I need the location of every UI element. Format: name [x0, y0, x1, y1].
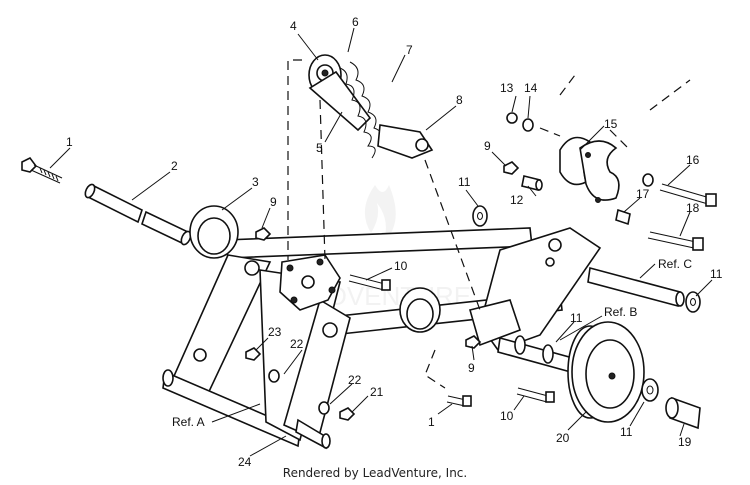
- shock-absorber: [308, 54, 434, 159]
- callout-17: 17: [636, 187, 650, 201]
- washers-11: [472, 205, 701, 402]
- callout-10-top: 10: [394, 259, 408, 273]
- spacer-tubes-2: [84, 183, 192, 246]
- callout-11-right: 11: [710, 267, 723, 281]
- reference-labels: Ref. A Ref. B Ref. C: [172, 257, 692, 429]
- rear-arm: [469, 227, 602, 351]
- idler-wheel-20: [567, 321, 645, 423]
- callout-15: 15: [604, 117, 618, 131]
- ref-b-label: Ref. B: [604, 305, 637, 319]
- callout-13: 13: [500, 81, 514, 95]
- callout-22-left: 22: [290, 337, 304, 351]
- callout-7: 7: [406, 43, 413, 57]
- callout-19: 19: [678, 435, 692, 449]
- callout-1-bottom: 1: [428, 415, 435, 429]
- bolts-16-18: [615, 173, 717, 251]
- callout-5: 5: [316, 141, 323, 155]
- callout-9-left: 9: [270, 195, 277, 209]
- front-arm-left: [162, 254, 341, 448]
- callout-16: 16: [686, 153, 700, 167]
- callout-10-bottom: 10: [500, 409, 514, 423]
- callout-23: 23: [268, 325, 282, 339]
- ref-c-label: Ref. C: [658, 257, 692, 271]
- callout-4: 4: [290, 19, 297, 33]
- misc-hardware: [245, 227, 555, 421]
- nut-9-sleeve-12: [503, 161, 543, 191]
- front-arm-right: [283, 298, 351, 450]
- assembly-guide-lines: [287, 59, 691, 389]
- shock-mount-bracket: [279, 254, 341, 311]
- callout-11-top: 11: [458, 175, 471, 189]
- callout-18: 18: [686, 201, 700, 215]
- callout-6: 6: [352, 15, 359, 29]
- leader-lines: [49, 27, 713, 457]
- spacer-19: [665, 396, 701, 430]
- callout-11-mid: 11: [570, 311, 583, 325]
- callout-20: 20: [556, 431, 570, 445]
- callout-1: 1: [66, 135, 73, 149]
- callout-11-bottom: 11: [620, 425, 633, 439]
- callout-24: 24: [238, 455, 252, 469]
- callout-8: 8: [456, 93, 463, 107]
- bolt-1: [21, 156, 63, 184]
- callout-3: 3: [252, 175, 259, 189]
- callout-14: 14: [524, 81, 538, 95]
- callout-labels: 1 2 3 4 5 6 7 8 9 9 9 10 10 11 11 11 11 …: [66, 15, 723, 469]
- callout-2: 2: [171, 159, 178, 173]
- wheel-axle: [497, 335, 581, 376]
- footer-credit: Rendered by LeadVenture, Inc.: [282, 466, 468, 480]
- callout-9-top: 9: [484, 139, 491, 153]
- pivot-ring-3: [189, 205, 239, 259]
- shaft-ring: [399, 287, 441, 333]
- ref-a-label: Ref. A: [172, 415, 205, 429]
- callout-22-right: 22: [348, 373, 362, 387]
- callout-9-bottom: 9: [468, 361, 475, 375]
- mount-plate-15: [506, 112, 620, 203]
- callout-12: 12: [510, 193, 524, 207]
- callout-21: 21: [370, 385, 384, 399]
